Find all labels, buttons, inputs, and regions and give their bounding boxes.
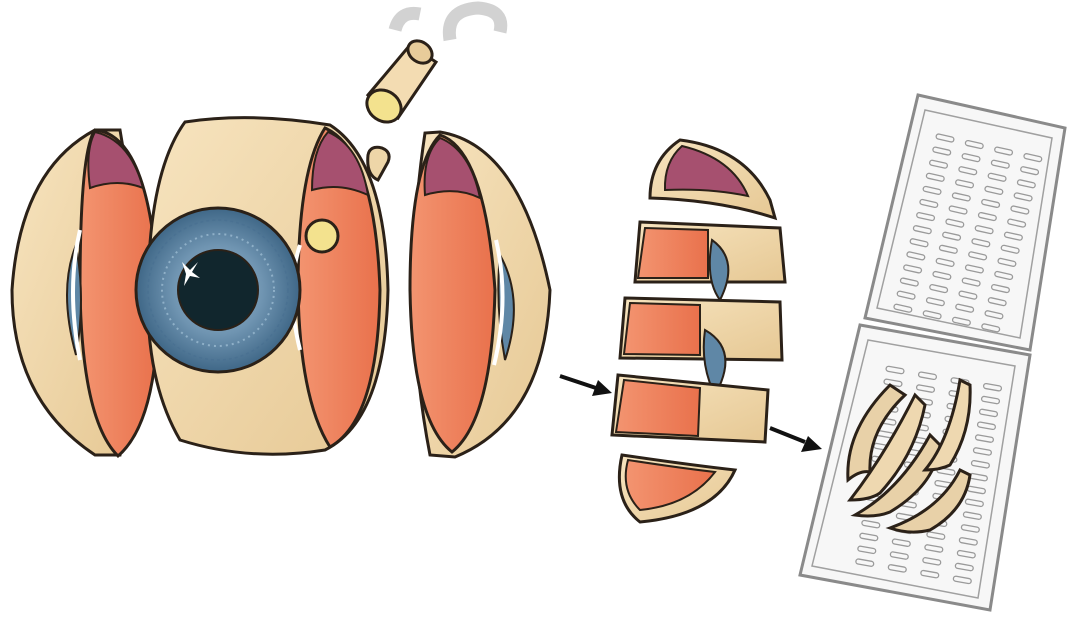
- central-band: [136, 118, 388, 455]
- optic-disc-icon: [306, 220, 338, 252]
- eye-step-2-sections: [612, 140, 785, 522]
- eye-step-1: [12, 36, 550, 457]
- arrow-icon: [560, 376, 612, 396]
- iris-icon: [136, 208, 300, 372]
- pupil-icon: [178, 250, 258, 330]
- right-calotte: [410, 132, 550, 457]
- tissue-cassette: [800, 95, 1065, 610]
- watermark-fragment: [395, 8, 501, 40]
- arrow-icon: [770, 428, 822, 452]
